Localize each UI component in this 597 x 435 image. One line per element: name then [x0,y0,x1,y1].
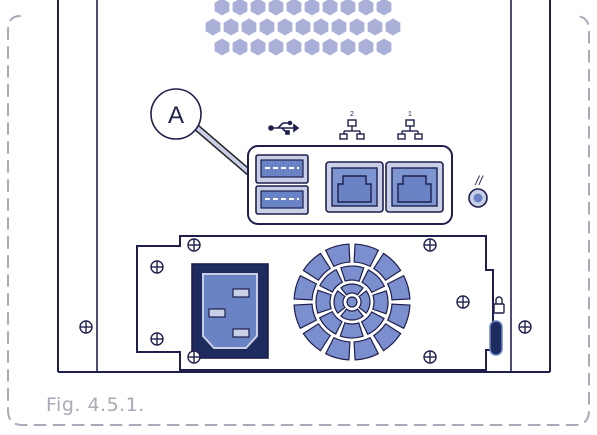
fan-vent-segment [361,269,386,294]
fan-vent-segment [372,252,402,282]
fan-vent-segment [324,336,351,361]
vent-hole [358,38,374,56]
vent-hole [232,38,248,56]
vent-hole [376,0,392,16]
usb-icon [268,120,300,135]
vent-hole [313,18,329,36]
power-outlet [191,263,269,359]
vent-hole [358,0,374,16]
screws [79,238,532,364]
fan-vent-segment [324,243,351,268]
fan-vent-segment [386,274,411,301]
screw-icon [456,295,470,309]
vent-hole [376,38,392,56]
usb-port-top [255,154,309,184]
vent-hole [367,18,383,36]
screw-icon [187,238,201,252]
screw-icon [150,332,164,346]
vent-hole [286,38,302,56]
network-icon-port-1 [397,119,423,140]
fan-vent-segment [360,311,385,336]
fan-grille [293,243,411,361]
screw-icon [150,260,164,274]
lock-icon [493,296,505,314]
vent-hole [322,38,338,56]
figure-caption: Fig. 4.5.1. [46,394,145,416]
vent-hole [340,0,356,16]
fan-vent-segment [340,265,365,282]
usb-port-bottom [255,185,309,215]
vent-hole [331,18,347,36]
fan-vent-segment [333,290,346,314]
vent-hole [241,18,257,36]
power-supply-plate [136,235,505,371]
io-panel: 2 1 [247,111,488,225]
vent-hole [259,18,275,36]
fan-vent-segment [293,303,318,330]
network-icon-port-2 [339,119,365,140]
vent-hole [277,18,293,36]
fan-vent-segment [358,290,371,314]
reset-symbol: // [474,173,484,188]
fan-vent-segment [353,243,380,268]
screw-icon [187,350,201,364]
fan-vent-segment [372,290,389,315]
vent-hole [349,18,365,36]
vent-hole [304,38,320,56]
lan-port-number-1: 1 [408,111,412,118]
vent-hole [268,38,284,56]
vent-hole [295,18,311,36]
screw-icon [423,350,437,364]
fan-vent-segment [386,303,411,330]
fan-vent-segment [340,308,364,321]
dashed-figure-frame [7,15,590,426]
screw-icon [423,238,437,252]
reset-button [468,188,488,208]
screw-icon [79,320,93,334]
ventilation-grille [205,0,401,56]
fan-vent-segment [339,322,364,339]
vent-hole [205,18,221,36]
vent-hole [250,38,266,56]
vent-hole [232,0,248,16]
ethernet-port-1 [385,161,444,213]
fan-vent-segment [315,289,332,314]
ethernet-port-2 [325,161,384,213]
vent-hole [322,0,338,16]
fan-vent-segment [302,322,332,352]
vent-hole [340,38,356,56]
fan-vent-segment [293,274,318,301]
device-body [57,0,551,373]
fan-hub [346,296,358,308]
vent-hole [250,0,266,16]
vent-hole [214,38,230,56]
vent-hole [286,0,302,16]
security-lock-slot [489,320,503,356]
fan-vent-segment [372,322,402,352]
callout-label: A [168,102,184,129]
lan-port-number-2: 2 [350,111,354,118]
fan-vent-segment [353,336,380,361]
callout-a: A [150,88,256,179]
vent-hole [304,0,320,16]
fan-vent-segment [319,268,344,293]
fan-vent-segment [340,283,364,296]
vent-hole [214,0,230,16]
vent-hole [268,0,284,16]
fan-vent-segment [318,310,343,335]
vent-hole [385,18,401,36]
screw-icon [518,320,532,334]
fan-vent-segment [302,252,332,282]
vent-hole [223,18,239,36]
